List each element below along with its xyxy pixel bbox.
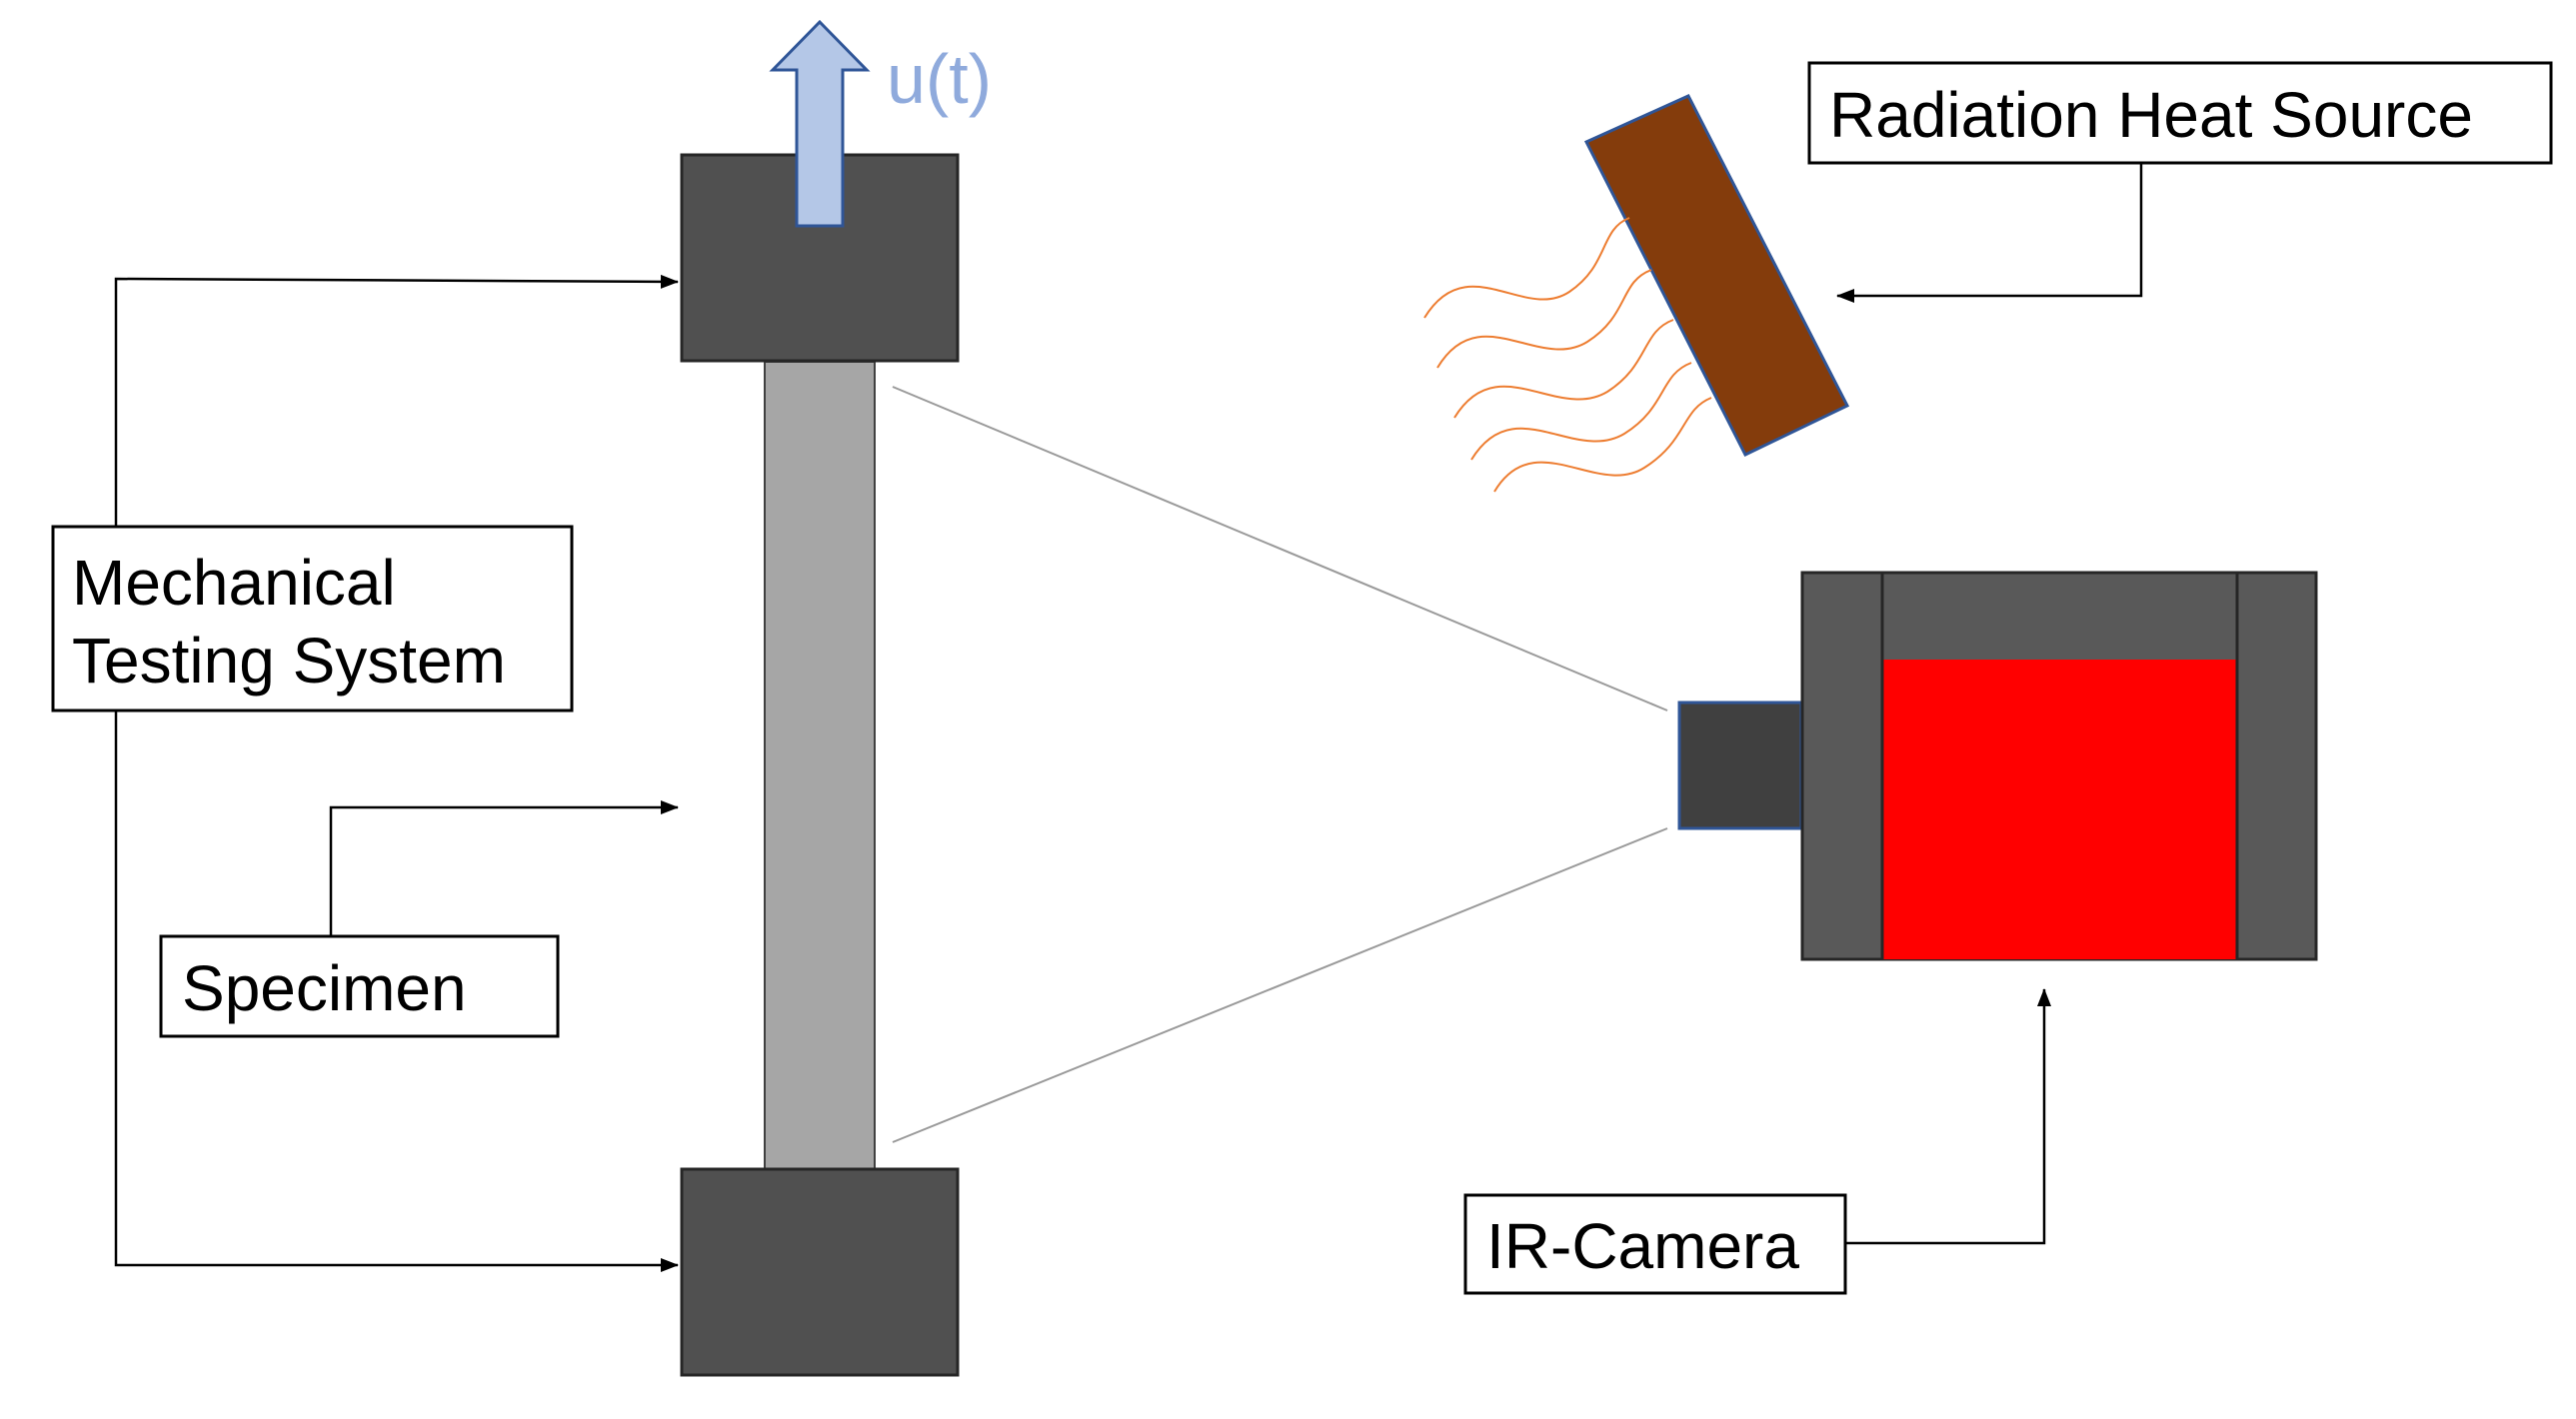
heat-wave-4 [1470, 362, 1692, 461]
heat-wave-5 [1493, 397, 1712, 493]
mechanical-system-leader-lower [114, 711, 679, 1272]
ir-camera-label: IR-Camera [1486, 1210, 1799, 1282]
specimen-leader [329, 800, 679, 936]
heat-wave-icons [1423, 217, 1712, 493]
specimen-label-box [159, 934, 560, 1038]
heat-wave-1 [1423, 217, 1630, 319]
mechanical-testing-system-label-line2: Testing System [72, 625, 506, 697]
displacement-arrow-icon [769, 19, 871, 228]
ir-camera-lens [1677, 701, 1803, 830]
camera-fov-line-top [892, 386, 1668, 711]
ir-camera [1677, 571, 2318, 961]
mechanical-testing-system-label-line1: Mechanical [72, 547, 396, 619]
lower-grip [680, 1167, 960, 1377]
specimen-bar [764, 361, 876, 1170]
heat-wave-2 [1436, 269, 1652, 369]
heat-wave-3 [1453, 319, 1674, 419]
radiation-heat-source [1583, 94, 1850, 457]
ir-camera-leader [1845, 988, 2051, 1245]
displacement-label: u(t) [887, 40, 992, 118]
radiation-heat-source-leader [1836, 163, 2143, 303]
specimen-label: Specimen [182, 952, 467, 1024]
mechanical-system-leader-upper [114, 274, 679, 527]
ir-camera-display [1882, 660, 2237, 959]
camera-fov-line-bottom [892, 827, 1668, 1143]
radiation-heat-source-label-box [1807, 61, 2553, 165]
mechanical-testing-system-label-box [51, 525, 574, 712]
radiation-heat-source-label: Radiation Heat Source [1829, 79, 2473, 151]
ir-camera-label-box [1463, 1193, 1847, 1295]
